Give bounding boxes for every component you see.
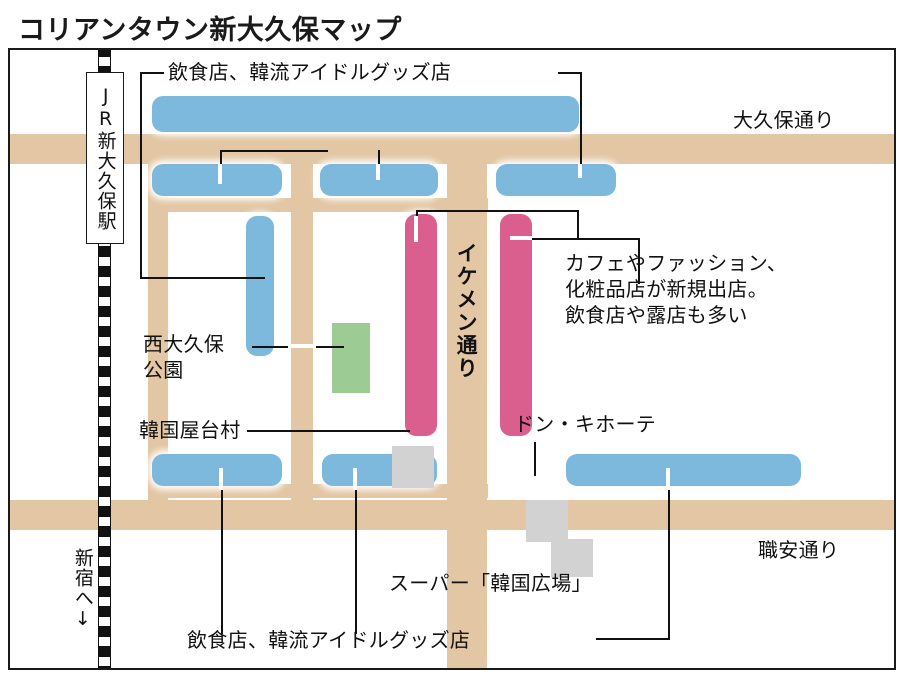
callout-top-shops: 飲食店、韓流アイドルグッズ店 (168, 60, 452, 84)
leader-ikemen-down-to-text (638, 238, 640, 284)
leader-top-left-down (140, 72, 142, 278)
callout-ikemen-description: カフェやファッション、 化粧品店が新規出店。 飲食店や露店も多い (565, 250, 787, 328)
leader-bottom-b-white (353, 468, 357, 490)
direction-to-shinjuku: 新宿へ↓ (71, 548, 94, 631)
leader-top-right-tick (558, 72, 582, 74)
shop-block-blue-row2-a (152, 164, 282, 196)
leader-top-a-tick (220, 150, 328, 152)
leader-donki (534, 442, 536, 492)
leader-top-left-to-block (140, 277, 265, 279)
road-okubo-dori (10, 134, 894, 164)
road-vertical-west (148, 164, 168, 500)
callout-donki: ドン・キホーテ (514, 412, 657, 436)
leader-bottom-c (668, 482, 670, 639)
shop-block-blue-row4-c (566, 454, 801, 486)
callout-park-nishi-okubo: 西大久保 公園 (143, 331, 224, 383)
road-label-okubo-dori: 大久保通り (733, 108, 835, 132)
leader-bottom-to-right (596, 638, 670, 640)
leader-bottom-a (221, 482, 223, 634)
station-label-text: JR新大久保駅 (94, 85, 117, 231)
leader-yataimura (247, 430, 410, 432)
leader-ikemen-west-white (414, 216, 418, 242)
road-cross-upper (148, 198, 488, 212)
leader-ikemen-bracket-right (577, 210, 579, 239)
shop-block-blue-row4-a (152, 454, 282, 486)
callout-park-line1: 西大久保 (143, 332, 225, 356)
callout-ikemen-line2: 化粧品店が新規出店。 (565, 277, 768, 301)
shop-block-blue-top (152, 96, 579, 132)
leader-bottom-c-white (666, 468, 670, 490)
shop-block-pink-east (500, 214, 532, 436)
leader-top-a-white (218, 164, 222, 184)
direction-to-shinjuku-text: 新宿へ↓ (71, 548, 94, 631)
road-ikemen-dori (447, 164, 487, 668)
leader-top-mid-white (376, 164, 380, 180)
leader-donki-white (532, 476, 536, 494)
leader-ikemen-east-white (510, 236, 532, 240)
building-donki (526, 500, 568, 542)
callout-bottom-shops: 飲食店、韓流アイドルグッズ店 (187, 628, 471, 652)
map-figure: JR新大久保駅 新宿へ↓ 大久保通り 職安通り イケメン通り 飲食店、韓流アイド… (8, 48, 896, 670)
building-yataimura (392, 446, 434, 488)
shop-block-pink-west (405, 214, 437, 436)
leader-bottom-a-white (219, 468, 223, 490)
station-label-shin-okubo: JR新大久保駅 (86, 72, 124, 244)
callout-ikemen-line3: 飲食店や露店も多い (565, 303, 748, 327)
leader-ikemen-east-bar (510, 238, 640, 240)
road-label-ikemen-dori: イケメン通り (454, 242, 479, 380)
building-kankoku-hiroba (551, 539, 593, 577)
leader-bottom-b (355, 482, 357, 634)
leader-ikemen-top-bar (416, 210, 579, 212)
page-title: コリアンタウン新大久保マップ (18, 15, 402, 46)
callout-supermarket: スーパー「韓国広場」 (389, 571, 592, 595)
callout-ikemen-line1: カフェやファッション、 (565, 251, 788, 275)
park-nishi-okubo (332, 323, 370, 393)
shop-block-blue-vertical (246, 216, 274, 356)
road-label-shokuan-dori: 職安通り (758, 538, 840, 562)
callout-park-line2: 公園 (143, 358, 184, 382)
road-cross-lower (148, 484, 488, 498)
leader-top-left-tick (140, 72, 164, 74)
callout-yataimura: 韓国屋台村 (139, 418, 241, 442)
shop-block-blue-row2-c (496, 164, 616, 196)
leader-top-right-down (580, 72, 582, 176)
leader-top-right-white (578, 164, 582, 178)
leader-park-white (288, 344, 316, 348)
road-vertical-mid (291, 164, 313, 500)
